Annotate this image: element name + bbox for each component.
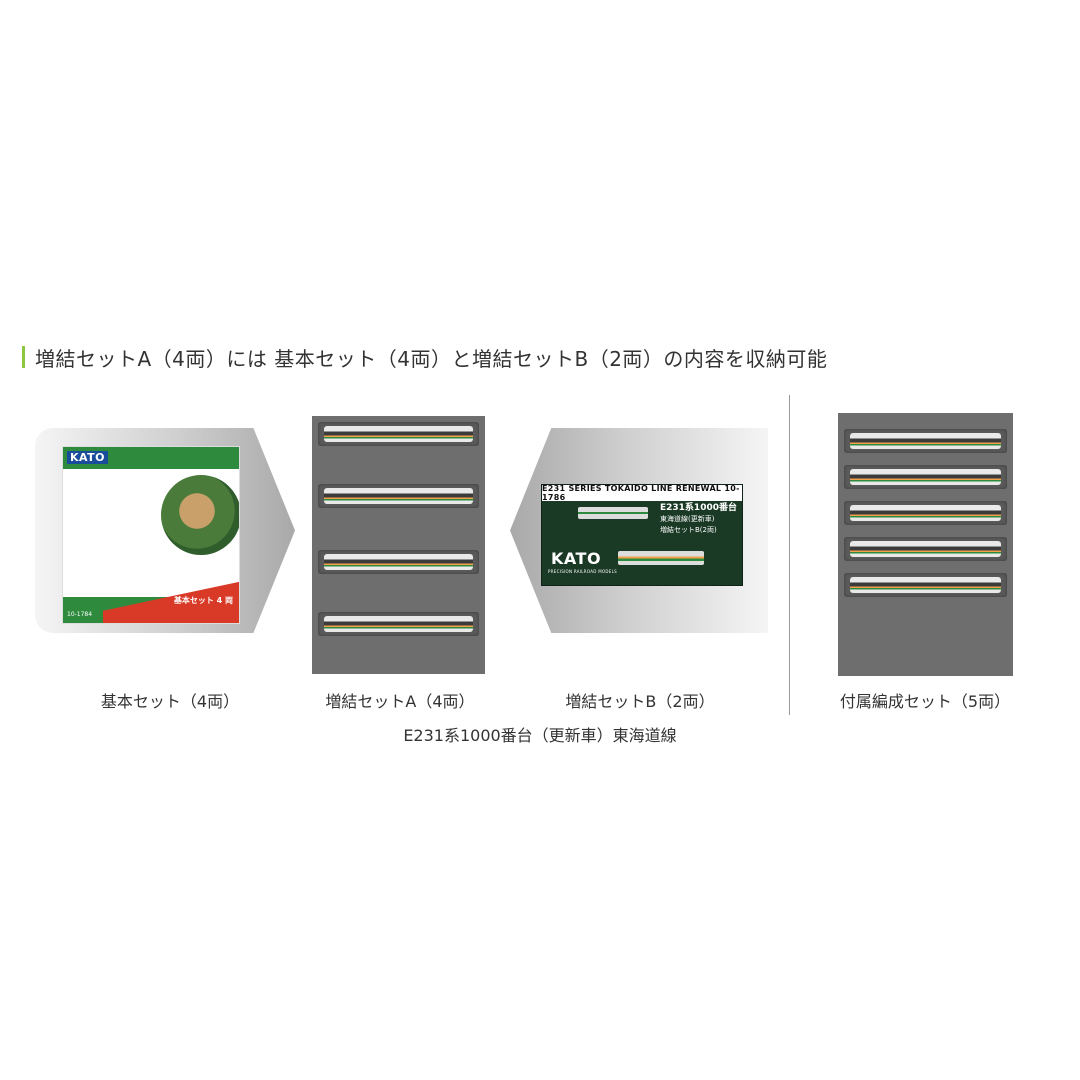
train-car (850, 541, 1001, 557)
set-5-case-tray (838, 413, 1013, 676)
train-car (850, 469, 1001, 485)
train-photo-circle (159, 473, 239, 557)
tray-slot (318, 484, 479, 508)
box-b-tagline: PRECISION RAILROAD MODELS (548, 569, 618, 574)
tray-slot (844, 465, 1007, 489)
box-set-label: 基本セット 4 両 (173, 596, 233, 605)
heading-accent-bar (22, 346, 25, 368)
box-b-name: E231系1000番台 (660, 503, 737, 513)
caption-set-5: 付属編成セット（5両） (839, 692, 1011, 711)
train-car (850, 433, 1001, 449)
basic-set-box-image: KATO 基本セット 4 両 10-1784 (62, 446, 240, 624)
tray-slot (318, 550, 479, 574)
box-b-set: 増結セットB(2両) (660, 526, 717, 534)
tray-slot (844, 429, 1007, 453)
tray-slot (844, 537, 1007, 561)
train-car (850, 577, 1001, 593)
set-a-case-tray (312, 416, 485, 674)
train-car (324, 554, 473, 570)
footer-series-name: E231系1000番台（更新車）東海道線 (403, 726, 677, 745)
train-car (324, 426, 473, 442)
box-b-line: 東海道線(更新車) (660, 515, 715, 523)
train-car (850, 505, 1001, 521)
train-car (324, 488, 473, 504)
heading-text: 増結セットA（4両）には 基本セット（4両）と増結セットB（2両）の内容を収納可… (35, 346, 828, 371)
train-car (324, 616, 473, 632)
kato-logo: KATO (551, 549, 602, 568)
kato-logo: KATO (67, 451, 109, 464)
tray-slot (318, 422, 479, 446)
section-divider (789, 395, 790, 715)
tray-slot (844, 573, 1007, 597)
tray-slot (844, 501, 1007, 525)
train-car (618, 551, 704, 565)
set-b-box-image: E231 SERIES TOKAIDO LINE RENEWAL 10-1786… (541, 484, 743, 586)
caption-set-a: 増結セットA（4両） (325, 692, 475, 711)
box-b-title: E231 SERIES TOKAIDO LINE RENEWAL 10-1786 (542, 485, 742, 502)
caption-set-b: 増結セットB（2両） (565, 692, 715, 711)
train-car (578, 507, 648, 519)
box-code: 10-1784 (67, 611, 93, 618)
tray-slot (318, 612, 479, 636)
caption-basic-set: 基本セット（4両） (100, 692, 240, 711)
section-heading: 増結セットA（4両）には 基本セット（4両）と増結セットB（2両）の内容を収納可… (22, 343, 827, 371)
